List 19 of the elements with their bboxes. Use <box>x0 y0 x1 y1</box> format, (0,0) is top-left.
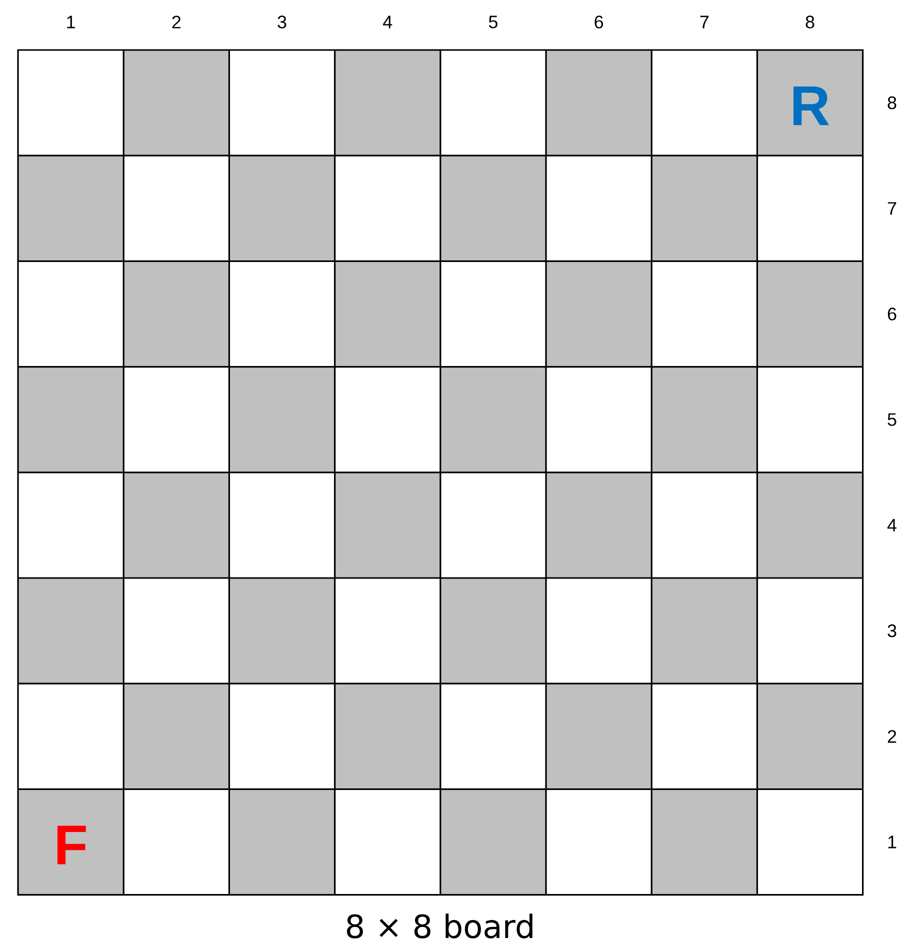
coordinate-number: 6 <box>888 308 896 320</box>
coordinate-number: 7 <box>700 16 708 28</box>
piece-letter: F <box>57 826 86 864</box>
coordinate-number: 5 <box>488 16 498 28</box>
coordinate-number: 3 <box>278 16 286 28</box>
coordinate-number: 5 <box>888 413 896 426</box>
coordinate-number: 2 <box>172 16 180 28</box>
coordinate-number: 4 <box>383 16 392 28</box>
coordinate-number: 4 <box>887 519 896 532</box>
coordinate-number: 8 <box>888 96 896 110</box>
piece-letter: R <box>794 86 830 126</box>
coordinate-number: 1 <box>67 16 75 28</box>
coordinate-number: 3 <box>888 624 896 638</box>
caption: 8 × 8 board <box>346 914 532 938</box>
coordinate-number: 1 <box>888 836 896 848</box>
coordinate-number: 6 <box>594 16 604 28</box>
coordinate-number: 7 <box>888 202 896 215</box>
coordinate-number: 2 <box>888 730 896 743</box>
coordinate-number: 8 <box>806 16 814 28</box>
